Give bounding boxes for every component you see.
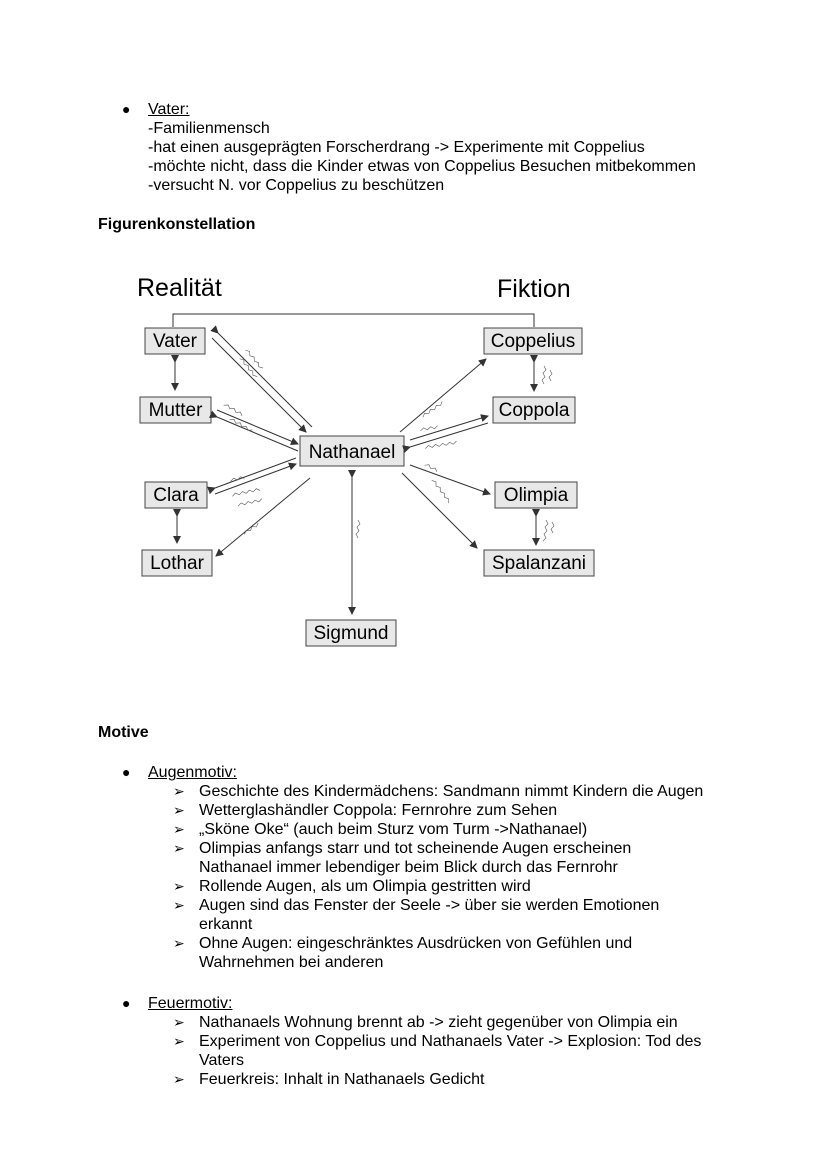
figurenkonstellation-heading: Figurenkonstellation: [98, 216, 256, 233]
motive-heading: Motive: [98, 724, 149, 741]
node-olimpia: Olimpia: [494, 481, 578, 509]
node-vater: Vater: [144, 327, 206, 355]
bullet-dot: ●: [122, 764, 131, 780]
constellation-diagram: Vater Mutter Clara Lothar Nathanael Sigm…: [137, 274, 595, 647]
edge-clara-nathanael-1: [207, 457, 297, 495]
node-sigmund-label: Sigmund: [314, 623, 389, 644]
node-sigmund: Sigmund: [305, 619, 397, 647]
arrow-bullet-icon: ➢: [173, 802, 185, 818]
node-clara-label: Clara: [153, 485, 199, 506]
edge-vater-nathanael-2: [210, 325, 313, 428]
node-lothar: Lothar: [141, 549, 213, 577]
arrow-bullet-icon: ➢: [173, 783, 185, 799]
father-title: Vater:: [148, 101, 190, 118]
edge-vater-nathanael-1: [211, 337, 307, 433]
edge-nathanael-olimpia: [409, 464, 491, 496]
edge-nathanael-lothar: [215, 477, 311, 557]
augen-item-3: „Sköne Oke“ (auch beim Sturz vom Turm ->…: [199, 821, 588, 838]
node-spalanzani-label: Spalanzani: [492, 553, 586, 574]
node-lothar-label: Lothar: [150, 553, 205, 574]
node-coppelius-label: Coppelius: [491, 331, 576, 352]
node-spalanzani: Spalanzani: [483, 549, 595, 577]
arrow-bullet-icon: ➢: [173, 821, 185, 837]
edge-nathanael-coppola-2: [402, 422, 489, 453]
augenmotiv-title: Augenmotiv:: [148, 764, 237, 781]
feuermotiv-title: Feuermotiv:: [148, 995, 233, 1012]
augen-item-4-line-2: Nathanael immer lebendiger beim Blick du…: [199, 859, 618, 876]
arrow-bullet-icon: ➢: [173, 840, 185, 856]
feuer-item-2-line-2: Vaters: [199, 1052, 245, 1069]
realitaet-fiktion-bracket: [172, 313, 535, 327]
augen-item-4-line-1: Olimpias anfangs starr und tot scheinend…: [199, 840, 632, 857]
node-clara: Clara: [144, 481, 208, 509]
node-coppola: Coppola: [492, 396, 576, 424]
edge-mutter-nathanael-2: [208, 410, 299, 452]
feuer-item-3: Feuerkreis: Inhalt in Nathanaels Gedicht: [199, 1071, 485, 1088]
realitaet-label: Realität: [137, 274, 222, 302]
arrow-bullet-icon: ➢: [173, 1014, 185, 1030]
augen-item-1: Geschichte des Kindermädchens: Sandmann …: [199, 783, 704, 800]
edge-nathanael-coppola-1: [409, 414, 489, 441]
feuer-item-2-line-1: Experiment von Coppelius und Nathanaels …: [199, 1033, 702, 1050]
father-line-4: -versucht N. vor Coppelius zu beschützen: [148, 177, 445, 194]
augen-item-6-line-2: erkannt: [199, 916, 253, 933]
node-vater-label: Vater: [153, 331, 198, 352]
edge-mutter-nathanael-1: [216, 409, 299, 445]
edge-nathanael-spalanzani: [401, 472, 478, 549]
augen-item-6-line-1: Augen sind das Fenster der Seele -> über…: [199, 897, 660, 914]
node-coppelius: Coppelius: [483, 327, 583, 355]
node-olimpia-label: Olimpia: [504, 485, 569, 506]
augen-item-7-line-1: Ohne Augen: eingeschränktes Ausdrücken v…: [199, 935, 633, 952]
handwritten-annotations: [223, 349, 555, 542]
augen-item-2: Wetterglashändler Coppola: Fernrohre zum…: [199, 802, 558, 819]
father-line-3: -möchte nicht, dass die Kinder etwas von…: [148, 158, 696, 175]
arrow-bullet-icon: ➢: [173, 897, 185, 913]
father-line-1: -Familienmensch: [148, 120, 270, 137]
feuer-item-1: Nathanaels Wohnung brennt ab -> zieht ge…: [199, 1014, 678, 1031]
arrow-bullet-icon: ➢: [173, 878, 185, 894]
node-mutter: Mutter: [139, 396, 212, 424]
fiktion-label: Fiktion: [497, 275, 571, 303]
bullet-dot: ●: [122, 995, 131, 1011]
father-line-2: -hat einen ausgeprägten Forscherdrang ->…: [148, 139, 645, 156]
node-nathanael-label: Nathanael: [309, 442, 396, 463]
arrow-bullet-icon: ➢: [173, 935, 185, 951]
node-nathanael: Nathanael: [299, 435, 405, 467]
node-mutter-label: Mutter: [149, 400, 204, 421]
arrow-bullet-icon: ➢: [173, 1071, 185, 1087]
augen-item-5: Rollende Augen, als um Olimpia gestritte…: [199, 878, 531, 895]
node-coppola-label: Coppola: [499, 400, 570, 421]
bullet-dot: ●: [122, 101, 131, 117]
arrow-bullet-icon: ➢: [173, 1033, 185, 1049]
edge-nathanael-coppelius: [399, 358, 487, 433]
augen-item-7-line-2: Wahrnehmen bei anderen: [199, 954, 384, 971]
edge-clara-nathanael-2: [214, 462, 297, 495]
